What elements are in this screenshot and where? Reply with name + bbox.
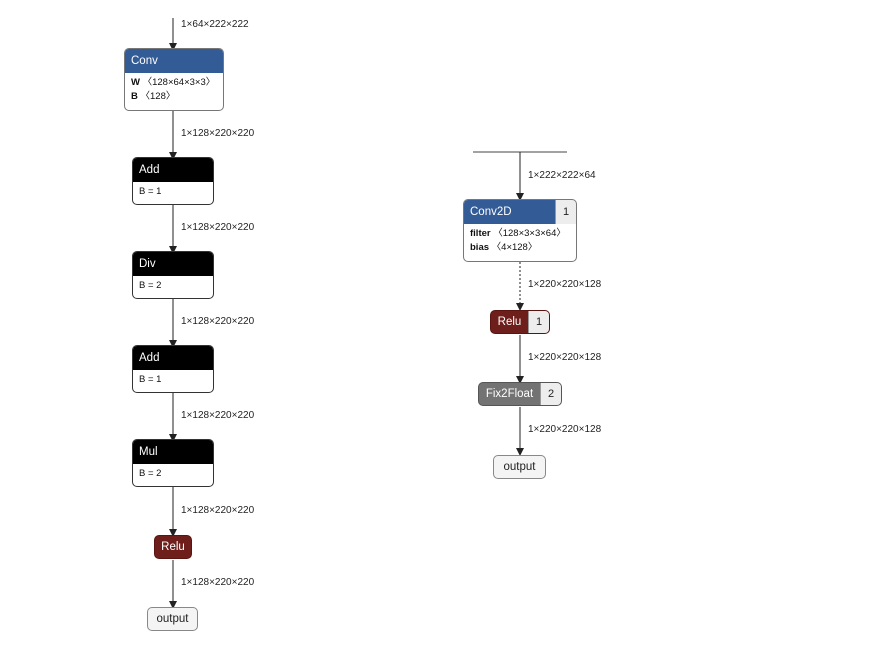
fix2float-badge: 2 <box>540 383 561 405</box>
right-edge-2-shape: 1×220×220×128 <box>528 352 602 363</box>
mul-node-title: Mul <box>139 446 158 458</box>
conv-node[interactable]: Conv W 〈128×64×3×3〉 B 〈128〉 <box>124 48 224 111</box>
div-node-title: Div <box>139 258 156 270</box>
fix2float-node[interactable]: Fix2Float 2 <box>478 382 562 406</box>
left-edge-1-shape: 1×128×220×220 <box>181 128 255 139</box>
left-edge-4-shape: 1×128×220×220 <box>181 410 255 421</box>
right-relu-title: Relu <box>497 316 522 328</box>
left-edge-2-shape: 1×128×220×220 <box>181 222 255 233</box>
conv2d-badge: 1 <box>555 200 576 224</box>
conv-attr-w: W 〈128×64×3×3〉 <box>131 77 216 88</box>
conv-title: Conv <box>131 55 158 67</box>
left-edge-3-shape: 1×128×220×220 <box>181 316 255 327</box>
right-input-shape: 1×222×222×64 <box>528 170 596 181</box>
left-edge-5-shape: 1×128×220×220 <box>181 505 255 516</box>
conv2d-attr-filter: filter 〈128×3×3×64〉 <box>470 228 566 239</box>
add-node-2-title: Add <box>139 352 160 364</box>
div-node-attr: B = 2 <box>139 280 162 291</box>
add-node-2-attr: B = 1 <box>139 374 162 385</box>
mul-node[interactable]: Mul B = 2 <box>132 439 214 487</box>
right-relu-node[interactable]: Relu 1 <box>490 310 550 334</box>
add-node-1[interactable]: Add B = 1 <box>132 157 214 205</box>
left-relu-title: Relu <box>161 541 185 553</box>
left-output-node[interactable]: output <box>147 607 198 631</box>
add-node-2[interactable]: Add B = 1 <box>132 345 214 393</box>
right-edge-3-shape: 1×220×220×128 <box>528 424 602 435</box>
conv-attr-b: B 〈128〉 <box>131 91 176 102</box>
right-relu-badge: 1 <box>528 311 549 333</box>
mul-node-attr: B = 2 <box>139 468 162 479</box>
add-node-1-title: Add <box>139 164 160 176</box>
left-input-shape: 1×64×222×222 <box>181 19 249 30</box>
conv2d-attr-bias: bias 〈4×128〉 <box>470 242 538 253</box>
fix2float-title: Fix2Float <box>485 388 534 400</box>
add-node-1-attr: B = 1 <box>139 186 162 197</box>
left-relu-node[interactable]: Relu <box>154 535 192 559</box>
left-edge-6-shape: 1×128×220×220 <box>181 577 255 588</box>
conv2d-title: Conv2D <box>470 206 512 218</box>
right-output-node[interactable]: output <box>493 455 546 479</box>
conv2d-node[interactable]: Conv2D 1 filter 〈128×3×3×64〉 bias 〈4×128… <box>463 199 577 262</box>
right-edge-1-shape: 1×220×220×128 <box>528 279 602 290</box>
div-node[interactable]: Div B = 2 <box>132 251 214 299</box>
